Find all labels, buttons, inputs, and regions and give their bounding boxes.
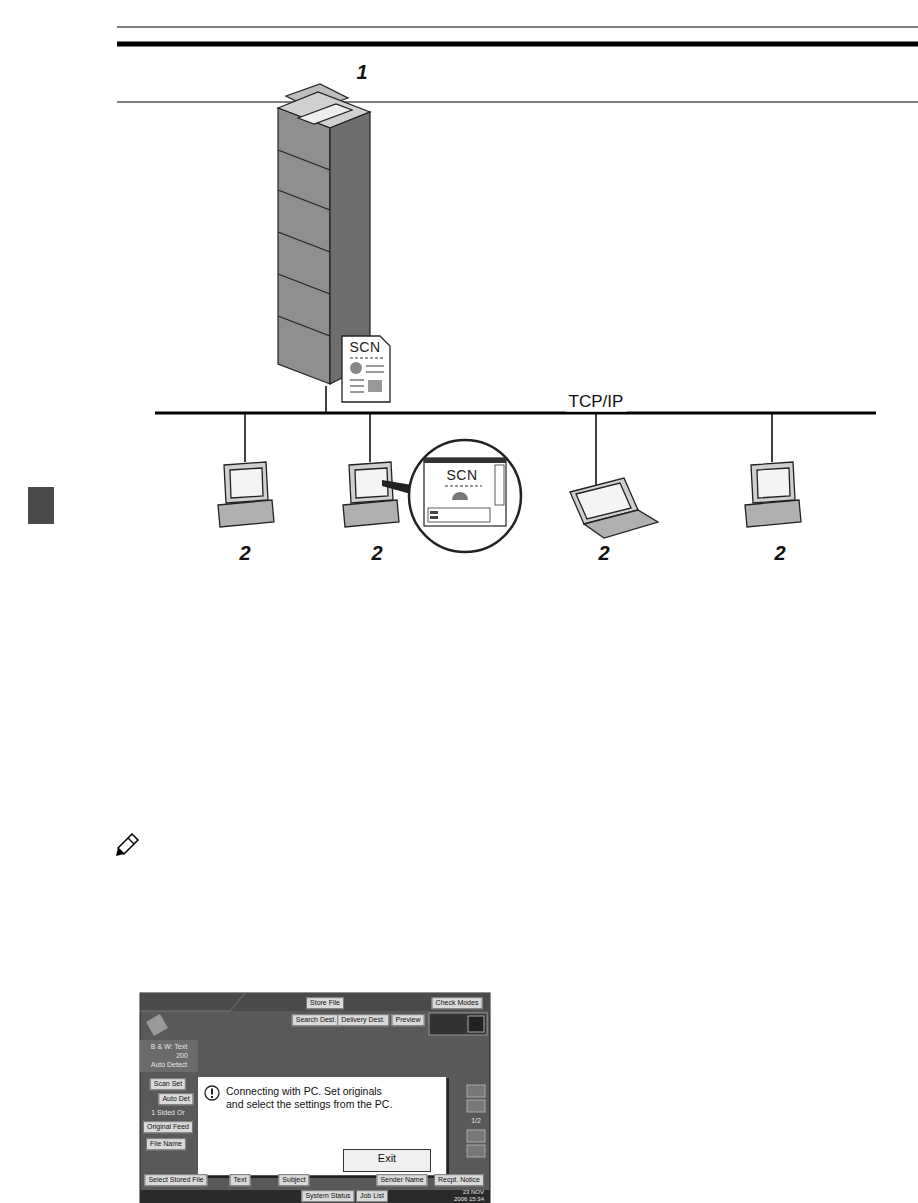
exit-button: Exit [343,1149,431,1172]
ui-button: Search Dest. [292,1014,340,1026]
ui-button: Select Stored File [144,1174,207,1186]
section-rule [117,101,918,102]
ui-text: 200 [176,1052,188,1060]
header-rule [117,27,918,28]
ui-button: Check Modes [432,997,483,1009]
screen-label: SCN [446,468,477,483]
chapter-tab [28,487,54,524]
screen-zoom [382,440,521,552]
callout-number: 2 [371,542,382,564]
desktop-pc [343,462,399,527]
ui-button: Auto Det [158,1093,193,1105]
ui-button: Recpt. Notice [434,1174,484,1186]
note-icon [116,834,138,856]
desktop-pc [218,462,274,527]
ui-button: Subject [278,1174,309,1186]
callout-number: 1 [356,61,367,83]
ui-text: 23 NOV 2006 15:34 [452,1189,484,1202]
ui-button: Job List [356,1190,388,1202]
callout-number: 2 [774,542,785,564]
scanned-document [342,336,390,402]
ui-button: Original Feed [143,1121,193,1133]
network-label: TCP/IP [566,393,627,412]
dialog-box: Connecting with PC. Set originals and se… [197,1076,447,1176]
ui-button: Scan Set [150,1078,186,1090]
laptop-pc [570,478,658,538]
ui-button: Text [230,1174,251,1186]
callout-number: 2 [239,542,250,564]
ui-text: B & W: Text [151,1043,187,1051]
ui-button: Sender Name [376,1174,427,1186]
ui-button: System Status [301,1190,354,1202]
control-panel-screenshot [140,993,490,1203]
warning-icon [204,1085,220,1101]
ui-text: 1/2 [471,1117,481,1125]
document-label: SCN [349,340,380,355]
dialog-message: Connecting with PC. Set originals and se… [226,1085,401,1111]
ui-button: File Name [146,1138,186,1150]
section-rule [117,42,918,47]
ui-button: Store File [306,997,344,1009]
desktop-pc [745,462,801,527]
ui-button: Delivery Dest. [337,1014,389,1026]
ui-text: Auto Detect [151,1061,188,1069]
ui-text: 1 Sided Or [151,1109,184,1117]
ui-button: Preview [392,1014,425,1026]
button-label: Exit [344,1150,430,1166]
callout-number: 2 [598,542,609,564]
